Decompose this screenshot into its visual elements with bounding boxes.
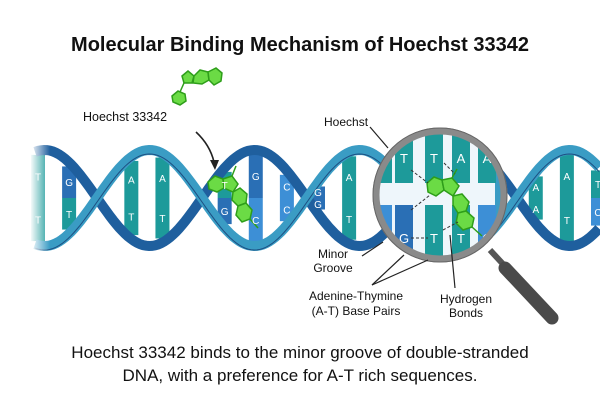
base-letter: A — [159, 174, 166, 185]
base-letter: T — [595, 180, 600, 191]
zoomed-hoechst-icon — [426, 168, 483, 237]
base-top — [124, 160, 139, 198]
base-pair — [62, 166, 77, 230]
strand-shadow — [34, 153, 600, 251]
base-letter: C — [252, 216, 259, 227]
base-letter: G — [65, 178, 73, 189]
base-letter: G — [221, 207, 229, 218]
zoom-base-letter: A — [457, 151, 466, 166]
base-pair — [248, 154, 263, 242]
hoechst-molecule-icon — [171, 67, 223, 106]
hydrogen-bond-lines — [410, 162, 459, 239]
base-letter: T — [346, 215, 352, 226]
base-top — [62, 166, 77, 198]
magnifier-rim — [372, 127, 508, 263]
base-letter: T — [35, 172, 41, 183]
zoom-base-letter: G — [399, 231, 409, 246]
hoechst-label: Hoechst — [324, 115, 369, 129]
zoom-base-top — [425, 131, 443, 183]
base-letter: T — [159, 214, 165, 225]
base-letter: A — [532, 205, 539, 216]
fade-edge — [30, 140, 50, 260]
callout-lines — [361, 126, 456, 289]
zoom-base-letter: A — [483, 151, 492, 166]
at-pairs-label-1: Adenine-Thymine — [309, 289, 403, 303]
base-pair — [342, 156, 357, 240]
caption-line-2: DNA, with a preference for A-T rich sequ… — [122, 366, 478, 385]
base-pairs — [31, 154, 600, 242]
base-letter: T — [564, 216, 570, 227]
base-letter: T — [66, 210, 72, 221]
base-bottom — [62, 198, 77, 230]
base-top — [248, 154, 263, 198]
base-pair — [311, 186, 325, 210]
molecule-label: Hoechst 33342 — [83, 110, 167, 124]
hbonds-label-2: Bonds — [449, 306, 483, 320]
base-letter: A — [564, 172, 571, 183]
base-top — [591, 170, 600, 198]
base-bottom — [591, 198, 600, 226]
base-bottom — [559, 198, 574, 242]
arrow-icon — [195, 131, 215, 163]
base-pair — [124, 160, 139, 236]
zoom-base-letter: T — [430, 231, 438, 246]
base-bottom — [342, 198, 357, 240]
zoom-strand — [495, 131, 501, 259]
base-bottom — [248, 198, 263, 242]
zoom-base-bottom — [425, 205, 443, 259]
magnifier-rim-outline — [372, 127, 508, 263]
base-letter: T — [222, 181, 228, 192]
base-letter: C — [283, 182, 290, 193]
at-pairs-label-2: (A-T) Base Pairs — [312, 304, 401, 318]
base-letter: T — [128, 213, 134, 224]
base-pair — [155, 157, 170, 239]
page-title: Molecular Binding Mechanism of Hoechst 3… — [71, 34, 529, 56]
base-letter: G — [314, 188, 322, 199]
base-letter: G — [314, 200, 322, 211]
base-letter: T — [35, 216, 41, 227]
zoom-base-letter: T — [430, 151, 438, 166]
hbonds-label-1: Hydrogen — [440, 292, 492, 306]
base-bottom — [311, 198, 325, 210]
bound-hoechst-icon — [207, 165, 259, 229]
base-pair — [559, 154, 574, 242]
base-top — [342, 156, 357, 198]
base-top — [311, 186, 325, 198]
minor-groove-label-1: Minor — [318, 247, 348, 261]
base-bottom — [155, 198, 170, 239]
minor-groove-label-2: Groove — [313, 261, 353, 275]
zoom-base-letter: T — [400, 151, 408, 166]
base-letter: A — [532, 183, 539, 194]
magnifier-handle — [498, 261, 559, 325]
zoom-base-pair: TT — [425, 131, 443, 259]
base-letter: A — [346, 173, 353, 184]
base-letter: G — [252, 172, 260, 183]
arrowhead-icon — [210, 160, 219, 170]
zoom-base-pair: TG — [395, 131, 413, 259]
base-top — [559, 154, 574, 198]
base-top — [155, 157, 170, 198]
base-pair — [591, 170, 600, 226]
caption-line-1: Hoechst 33342 binds to the minor groove … — [71, 343, 529, 362]
strand-front — [33, 144, 600, 252]
zoom-base-letter: T — [457, 231, 465, 246]
base-letter: C — [594, 208, 600, 219]
base-letter: C — [283, 206, 290, 217]
base-letter: A — [128, 175, 135, 186]
base-bottom — [124, 198, 139, 236]
